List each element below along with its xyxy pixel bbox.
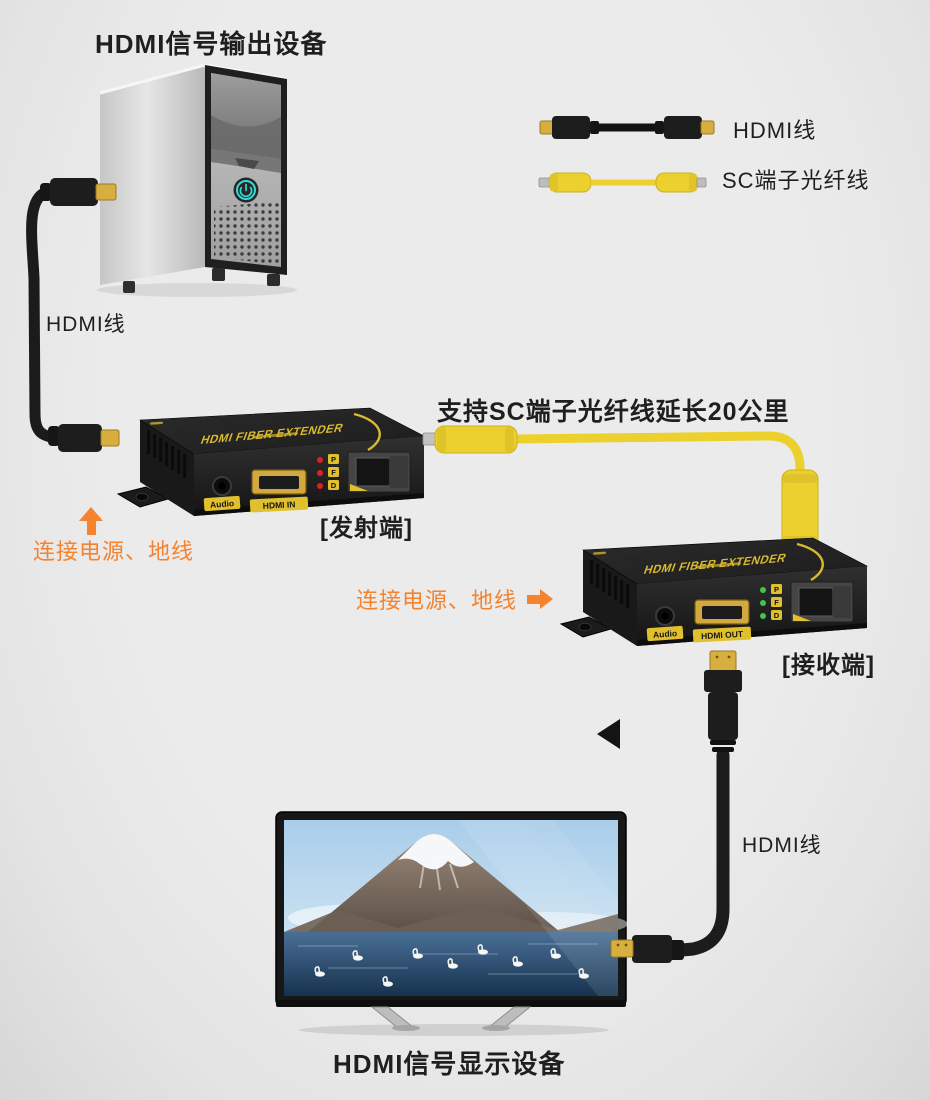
legend-hdmi-cable-graphic	[539, 116, 715, 139]
sc-fiber-port	[347, 451, 411, 493]
fiber-distance-note: 支持SC端子光纤线延长20公里	[437, 398, 790, 426]
power-note-left: 连接电源、地线	[33, 539, 195, 564]
status-leds: P F D	[317, 454, 339, 490]
computer-tower-illustration	[97, 63, 297, 297]
status-leds: P F D	[760, 584, 782, 620]
sc-connector-left	[422, 425, 518, 454]
receiver-tag: [接收端]	[782, 652, 875, 679]
svg-text:F: F	[774, 598, 779, 607]
legend-fiber-cable-graphic	[538, 172, 707, 193]
legend-hdmi-label: HDMI线	[733, 118, 817, 143]
transmitter-device: HDMI FIBER EXTENDER Audio HDMI IN P F D	[116, 407, 426, 516]
sc-fiber-port	[790, 581, 854, 623]
audio-label: Audio	[646, 625, 684, 642]
svg-text:D: D	[774, 611, 780, 620]
svg-text:P: P	[774, 585, 779, 594]
svg-text:HDMI IN: HDMI IN	[263, 499, 296, 511]
hdmi-plug-into-tv	[610, 935, 684, 963]
hdmi-in-port	[251, 469, 307, 495]
svg-text:P: P	[331, 455, 336, 464]
hdmi-out-label: HDMI OUT	[692, 626, 752, 643]
legend-fiber-label: SC端子光纤线	[722, 168, 870, 193]
hdmi-cable-left	[26, 178, 120, 452]
hdmi-cable-right-label: HDMI线	[742, 834, 822, 857]
top-swoosh	[796, 542, 824, 582]
audio-jack	[655, 606, 675, 626]
audio-jack	[212, 476, 232, 496]
hdmi-out-port	[694, 599, 750, 625]
tv-illustration	[275, 811, 628, 1036]
hdmi-cable-right	[610, 650, 742, 963]
side-vents	[147, 430, 187, 478]
tv-shadow	[299, 1024, 609, 1036]
svg-text:Audio: Audio	[653, 628, 678, 640]
power-arrow-right-icon	[527, 589, 554, 609]
hdmi-plug-into-transmitter	[48, 424, 120, 452]
left-triangle-icon	[597, 719, 620, 749]
side-vents	[590, 560, 630, 608]
tower-vent-grid	[214, 201, 281, 265]
svg-text:HDMI OUT: HDMI OUT	[701, 629, 744, 641]
hdmi-plug-into-computer	[40, 178, 117, 206]
tv-screen	[284, 820, 628, 996]
power-arrow-up-icon	[79, 507, 103, 535]
power-note-right-group: 连接电源、地线	[356, 583, 554, 615]
tower-side-panel	[100, 65, 205, 285]
tv-stand	[370, 1006, 532, 1031]
hdmi-in-label: HDMI IN	[249, 496, 309, 513]
receiver-device: HDMI FIBER EXTENDER Audio HDMI OUT P F D	[559, 537, 869, 646]
svg-text:F: F	[331, 468, 336, 477]
hdmi-cable-left-label: HDMI线	[46, 313, 126, 336]
fiber-cable	[422, 425, 819, 581]
svg-text:Audio: Audio	[210, 498, 235, 510]
hdmi-plug-into-receiver	[704, 650, 742, 752]
tower-shadow	[97, 283, 297, 297]
top-swoosh	[353, 412, 381, 452]
source-device-title: HDMI信号输出设备	[95, 29, 328, 59]
transmitter-tag: [发射端]	[320, 515, 413, 542]
svg-text:D: D	[331, 481, 337, 490]
display-device-title: HDMI信号显示设备	[333, 1049, 566, 1079]
power-button	[233, 177, 259, 203]
power-note-right: 连接电源、地线	[356, 588, 518, 613]
audio-label: Audio	[203, 495, 241, 512]
